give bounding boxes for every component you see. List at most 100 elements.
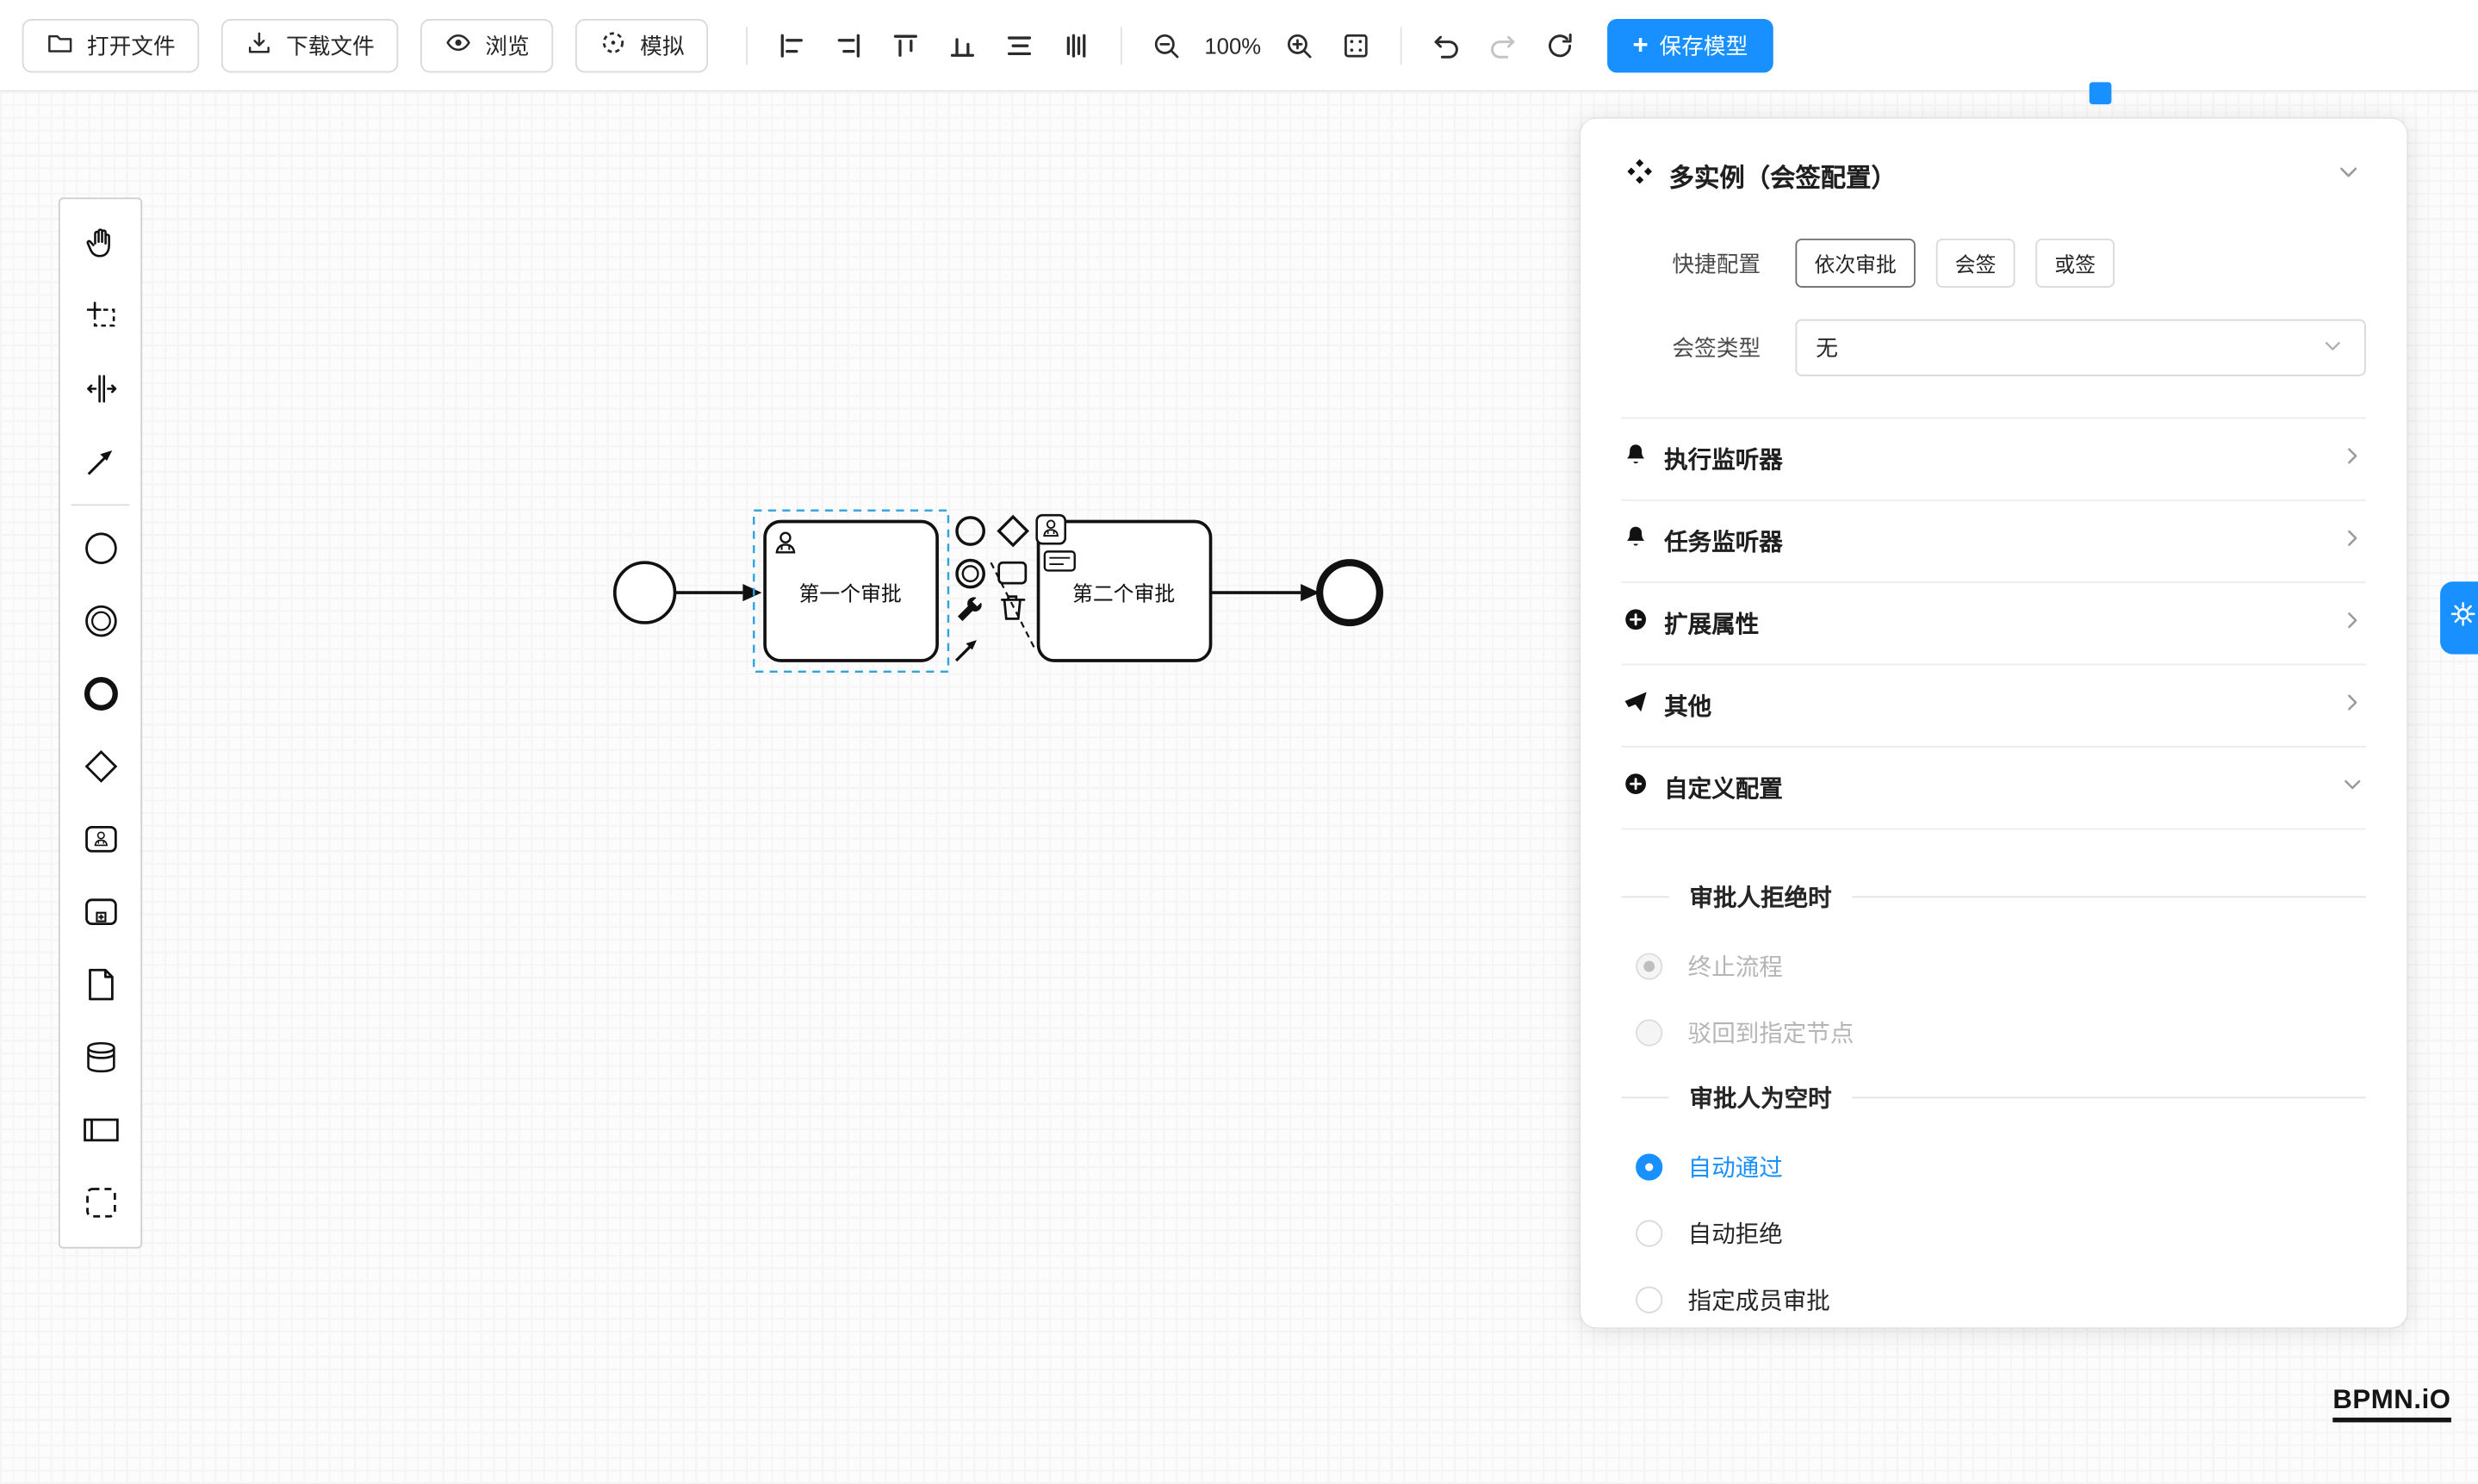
section-label: 自定义配置 bbox=[1664, 775, 1783, 804]
connect-icon[interactable] bbox=[954, 640, 977, 662]
section-label: 其他 bbox=[1664, 693, 1712, 721]
bell-icon bbox=[1622, 523, 1650, 559]
start-event[interactable] bbox=[612, 561, 677, 624]
divider bbox=[1852, 1096, 2366, 1099]
space-tool[interactable] bbox=[65, 352, 136, 425]
align-bottom-button[interactable] bbox=[934, 18, 991, 71]
simulate-icon bbox=[599, 28, 627, 62]
redo-button[interactable] bbox=[1475, 18, 1531, 71]
settings-tab[interactable] bbox=[2440, 581, 2478, 655]
quick-option-sequential[interactable]: 依次审批 bbox=[1795, 239, 1916, 288]
zoom-in-button[interactable] bbox=[1270, 18, 1327, 71]
create-pool[interactable] bbox=[65, 1094, 136, 1166]
folder-icon bbox=[46, 28, 74, 62]
sign-type-select[interactable]: 无 bbox=[1795, 319, 2366, 376]
radio-label: 驳回到指定节点 bbox=[1687, 1020, 1854, 1047]
distribute-horizontal-button[interactable] bbox=[991, 18, 1047, 71]
empty-section-title-row: 审批人为空时 bbox=[1621, 1081, 2366, 1115]
align-left-button[interactable] bbox=[763, 18, 820, 71]
align-right-button[interactable] bbox=[820, 18, 877, 71]
section-extended-properties[interactable]: 扩展属性 bbox=[1621, 581, 2366, 663]
create-intermediate-event[interactable] bbox=[65, 585, 136, 657]
radio-label: 自动拒绝 bbox=[1687, 1220, 1783, 1248]
chevron-down-icon bbox=[2339, 771, 2366, 805]
minimap-toggle[interactable] bbox=[2089, 82, 2112, 105]
section-label: 扩展属性 bbox=[1664, 612, 1760, 639]
chevron-right-icon bbox=[2339, 606, 2366, 641]
divider bbox=[1852, 896, 2366, 898]
connection-preview bbox=[990, 562, 1036, 650]
refresh-button[interactable] bbox=[1531, 18, 1588, 71]
create-document[interactable] bbox=[65, 948, 136, 1021]
append-end-event-icon[interactable] bbox=[955, 558, 985, 589]
radio-assign-member[interactable]: 指定成员审批 bbox=[1622, 1266, 2366, 1328]
create-end-event[interactable] bbox=[65, 657, 136, 730]
global-connect-tool[interactable] bbox=[65, 425, 136, 498]
user-task-badge[interactable] bbox=[1035, 513, 1076, 572]
hand-tool[interactable] bbox=[65, 207, 136, 279]
section-label: 执行监听器 bbox=[1664, 447, 1783, 475]
sequence-flow-1[interactable] bbox=[674, 583, 762, 602]
plus-circle-icon bbox=[1622, 770, 1650, 806]
quick-config-options: 依次审批 会签 或签 bbox=[1795, 239, 2115, 288]
radio-label: 终止流程 bbox=[1687, 953, 1783, 981]
selection-outline bbox=[753, 509, 950, 674]
empty-section-title: 审批人为空时 bbox=[1689, 1085, 1832, 1113]
undo-button[interactable] bbox=[1418, 18, 1475, 71]
append-gateway-icon[interactable] bbox=[997, 514, 1030, 548]
zoom-out-button[interactable] bbox=[1138, 18, 1195, 71]
simulate-button[interactable]: 模拟 bbox=[574, 18, 709, 72]
download-file-button[interactable]: 下载文件 bbox=[220, 18, 399, 72]
reject-section-title-row: 审批人拒绝时 bbox=[1621, 880, 2366, 914]
sign-type-value: 无 bbox=[1816, 334, 1838, 361]
create-datastore[interactable] bbox=[65, 1021, 136, 1093]
align-top-button[interactable] bbox=[877, 18, 934, 71]
create-gateway[interactable] bbox=[65, 730, 136, 803]
preview-button[interactable]: 浏览 bbox=[420, 18, 554, 72]
radio-label: 自动通过 bbox=[1687, 1154, 1783, 1182]
trash-icon[interactable] bbox=[1000, 595, 1026, 620]
open-file-button[interactable]: 打开文件 bbox=[22, 18, 200, 72]
radio-icon bbox=[1636, 1285, 1663, 1313]
toolbar-separator bbox=[746, 26, 748, 65]
bpmn-io-logo[interactable]: BPMN.iO bbox=[2332, 1384, 2451, 1423]
save-model-button[interactable]: + 保存模型 bbox=[1607, 18, 1773, 72]
multi-instance-header[interactable]: 多实例（会签配置） bbox=[1622, 119, 2366, 217]
radio-auto-reject[interactable]: 自动拒绝 bbox=[1622, 1200, 2366, 1266]
toolbar-separator bbox=[1400, 26, 1402, 65]
radio-terminate-process[interactable]: 终止流程 bbox=[1622, 933, 2366, 999]
append-event-icon[interactable] bbox=[955, 516, 985, 546]
chevron-down-icon[interactable] bbox=[2334, 158, 2363, 194]
quick-config-label: 快捷配置 bbox=[1672, 250, 1761, 276]
section-task-listener[interactable]: 任务监听器 bbox=[1621, 499, 2366, 581]
distribute-vertical-button[interactable] bbox=[1048, 18, 1105, 71]
download-file-label: 下载文件 bbox=[286, 32, 375, 58]
quick-option-countersign[interactable]: 会签 bbox=[1935, 239, 2015, 288]
radio-reject-to-node[interactable]: 驳回到指定节点 bbox=[1622, 999, 2366, 1065]
download-icon bbox=[245, 28, 273, 62]
create-user-task[interactable] bbox=[65, 803, 136, 875]
radio-auto-pass[interactable]: 自动通过 bbox=[1622, 1133, 2366, 1200]
task-first-approval[interactable]: 第一个审批 bbox=[763, 519, 939, 662]
multi-instance-icon bbox=[1624, 157, 1655, 195]
reject-section-title: 审批人拒绝时 bbox=[1689, 885, 1832, 912]
section-execution-listener[interactable]: 执行监听器 bbox=[1621, 417, 2366, 499]
create-group[interactable] bbox=[65, 1166, 136, 1239]
create-start-event[interactable] bbox=[65, 512, 136, 585]
section-label: 任务监听器 bbox=[1664, 529, 1783, 556]
quick-config-row: 快捷配置 依次审批 会签 或签 bbox=[1622, 239, 2366, 288]
plus-circle-icon bbox=[1622, 605, 1650, 642]
send-icon bbox=[1622, 687, 1650, 723]
section-custom-config[interactable]: 自定义配置 bbox=[1621, 746, 2366, 828]
wrench-icon[interactable] bbox=[957, 597, 982, 622]
zoom-fit-button[interactable] bbox=[1327, 18, 1384, 71]
append-task-icon[interactable] bbox=[997, 561, 1028, 585]
divider bbox=[1621, 896, 1669, 898]
quick-option-orsign[interactable]: 或签 bbox=[2035, 239, 2115, 288]
create-subprocess[interactable] bbox=[65, 876, 136, 948]
sequence-flow-2[interactable] bbox=[1210, 583, 1320, 602]
section-other[interactable]: 其他 bbox=[1621, 663, 2366, 746]
end-event[interactable] bbox=[1316, 559, 1383, 627]
palette-separator bbox=[71, 504, 130, 506]
lasso-tool[interactable] bbox=[65, 280, 136, 352]
